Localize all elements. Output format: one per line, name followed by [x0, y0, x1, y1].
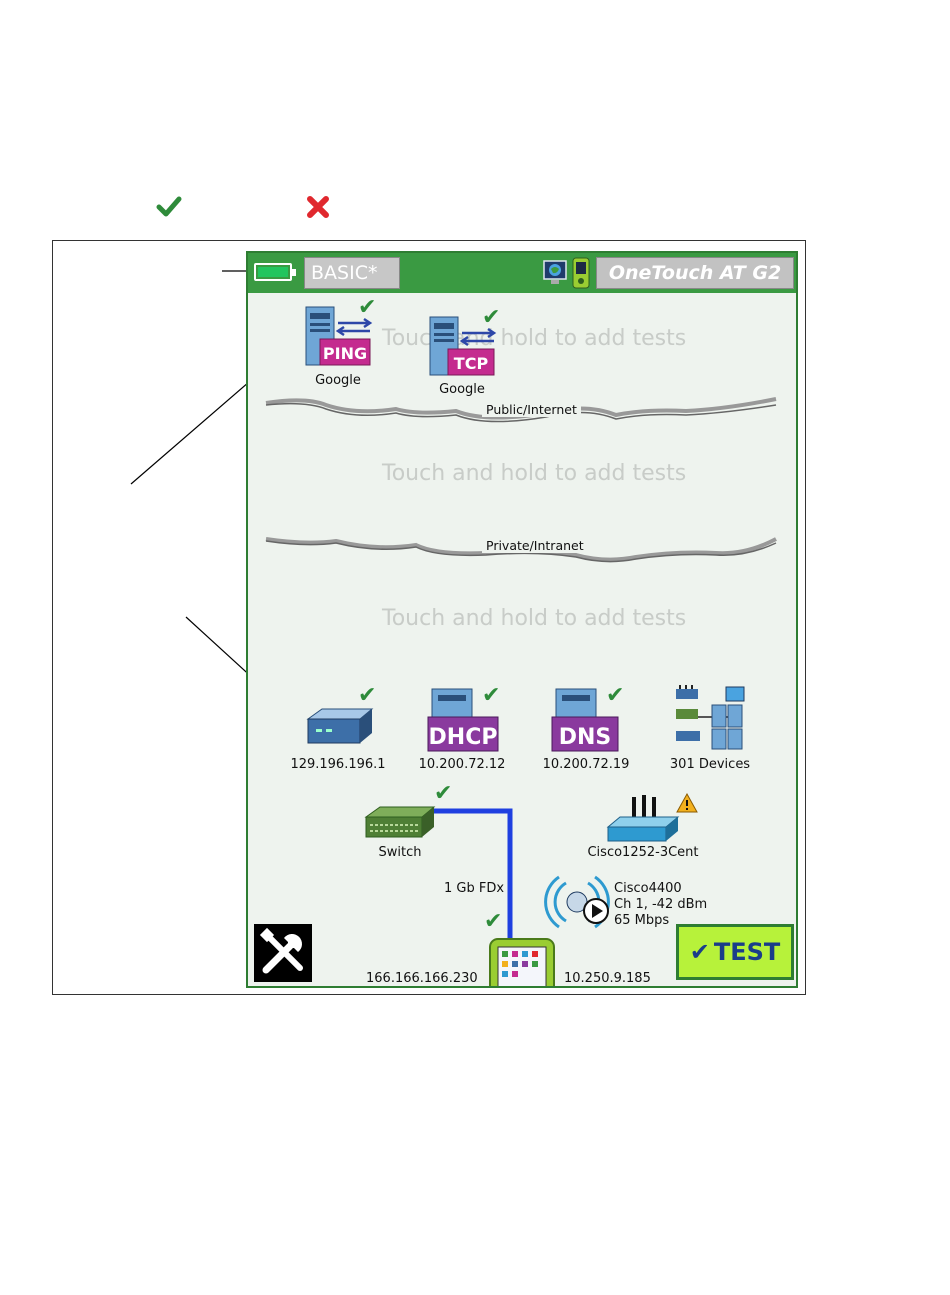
x-mark-icon [305, 194, 331, 220]
switch-label: Switch [378, 845, 422, 860]
wired-link-line [434, 808, 513, 943]
add-tests-hint-private[interactable]: Touch and hold to add tests [382, 606, 687, 631]
figure-frame [52, 240, 806, 995]
profile-button[interactable]: BASIC* [304, 257, 400, 289]
ping-target-label: Google [315, 373, 361, 388]
tools-icon [259, 927, 303, 974]
wifi-channel-label: Ch 1, -42 dBm [614, 897, 708, 912]
device-screen: BASIC* OneTouch AT G2 Touch and hold to … [246, 251, 798, 988]
dns-ip-label: 10.200.72.19 [542, 757, 630, 772]
dhcp-ip-label: 10.200.72.12 [418, 757, 506, 772]
ping-badge-label: PING [323, 344, 367, 363]
tcp-pass-check-icon: ✔ [482, 305, 501, 330]
dhcp-badge-label: DHCP [429, 725, 498, 750]
tcp-badge-label: TCP [454, 354, 489, 373]
switch-icon[interactable] [364, 803, 436, 843]
add-tests-hint-middle[interactable]: Touch and hold to add tests [382, 461, 687, 486]
dhcp-pass-check-icon: ✔ [482, 683, 501, 708]
devices-icon[interactable] [672, 685, 748, 751]
dns-server-icon[interactable]: DNS [550, 685, 620, 755]
dns-badge-label: DNS [559, 725, 612, 750]
test-button-label: TEST [713, 938, 781, 966]
test-button[interactable]: ✔TEST [676, 924, 794, 980]
test-check-icon: ✔ [689, 938, 710, 966]
handheld-device-icon[interactable] [572, 257, 590, 289]
wired-ip-label: 166.166.166.230 [366, 971, 478, 986]
tools-button[interactable] [254, 924, 312, 982]
product-title: OneTouch AT G2 [596, 257, 794, 289]
public-cloud-boundary [265, 397, 777, 423]
tcp-test-icon[interactable]: TCP [426, 311, 498, 381]
link-pass-check-icon: ✔ [484, 909, 503, 934]
ping-pass-check-icon: ✔ [358, 295, 377, 320]
wifi-rate-label: 65 Mbps [614, 913, 670, 928]
check-mark-icon [156, 194, 182, 220]
devices-count-label: 301 Devices [669, 757, 751, 772]
access-point-label: Cisco1252-3Cent [587, 845, 699, 860]
onetouch-device-icon[interactable] [488, 937, 556, 986]
wifi-ssid-label: Cisco4400 [614, 881, 682, 896]
ping-test-icon[interactable]: PING [302, 301, 374, 371]
tcp-target-label: Google [439, 382, 485, 397]
battery-icon [254, 263, 296, 281]
access-point-icon[interactable] [604, 789, 682, 845]
switch-pass-check-icon: ✔ [434, 781, 453, 806]
gateway-pass-check-icon: ✔ [358, 683, 377, 708]
top-bar: BASIC* OneTouch AT G2 [248, 253, 796, 293]
network-globe-icon[interactable] [542, 258, 568, 288]
warning-icon [676, 792, 698, 813]
dns-pass-check-icon: ✔ [606, 683, 625, 708]
wifi-ip-label: 10.250.9.185 [564, 971, 651, 986]
dhcp-server-icon[interactable]: DHCP [426, 685, 500, 755]
wifi-signal-icon[interactable] [544, 867, 614, 937]
private-intranet-label: Private/Intranet [482, 538, 588, 553]
link-speed-label: 1 Gb FDx [444, 881, 505, 896]
public-internet-label: Public/Internet [482, 402, 581, 417]
gateway-ip-label: 129.196.196.1 [290, 757, 386, 772]
router-icon[interactable] [302, 701, 374, 753]
